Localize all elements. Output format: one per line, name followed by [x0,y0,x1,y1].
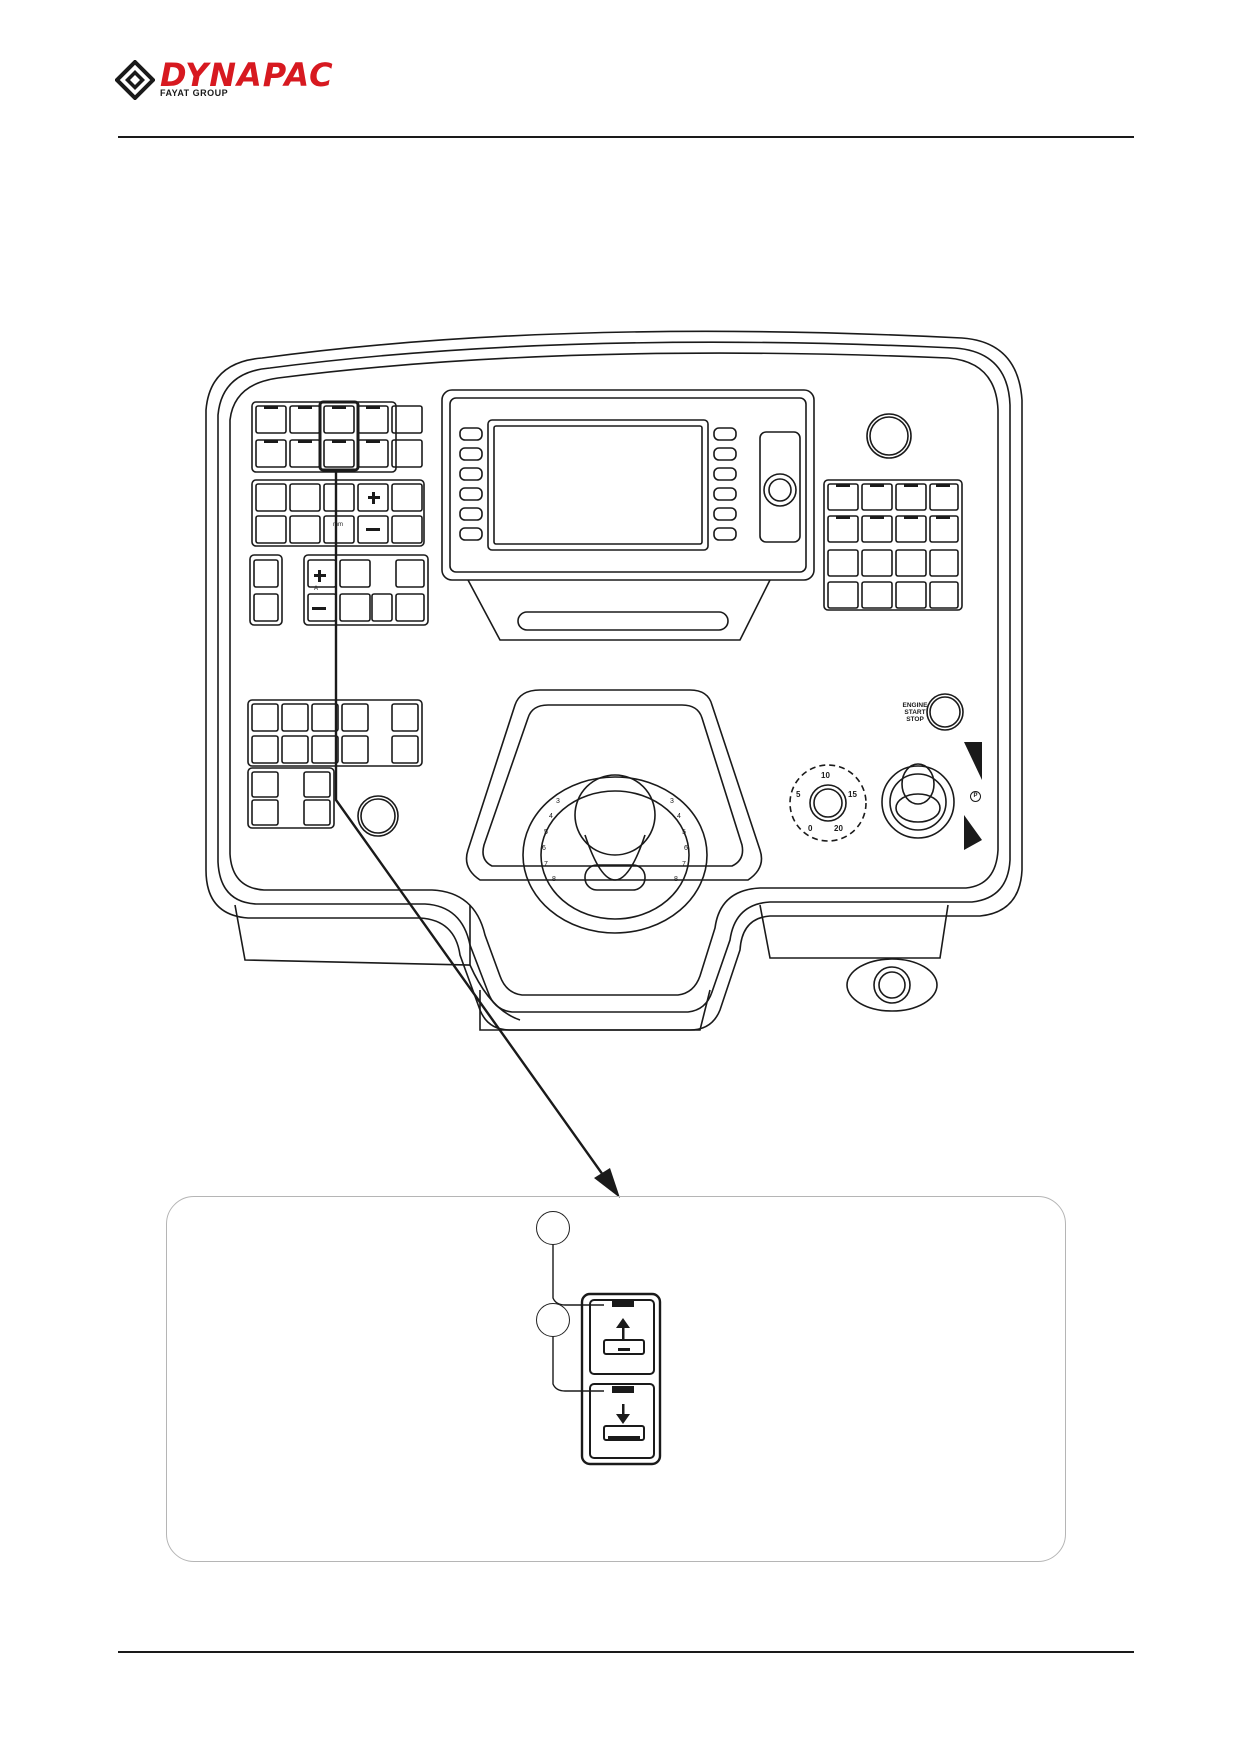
joystick-bay [465,689,763,881]
button-group-right [823,479,963,611]
button-group-auger [249,554,429,626]
travel-forward-arrow-icon [964,742,982,780]
ignition-key-icon [846,958,938,1012]
dial-tick-10: 10 [821,771,830,780]
inset-button-frame [580,1292,662,1466]
dial-tick-15: 15 [848,790,857,799]
speed-dial [789,764,867,842]
button-group-lower-left [247,699,423,829]
screed-raise-icon [616,1318,630,1351]
screed-lower-icon [608,1404,640,1439]
dial-tick-0: 0 [808,824,813,833]
header-rule [118,136,1134,138]
inset-led-bottom [612,1386,634,1393]
engine-start-stop-button [926,693,964,731]
led-indicators [264,406,950,519]
leader-line [334,470,609,1183]
dial-tick-5: 5 [796,790,801,799]
brand-logo: DYNAPAC FAYAT GROUP [115,58,425,102]
travel-reverse-arrow-icon [964,815,982,850]
panel-housing-inner-1 [217,341,1011,1013]
jog-dial-outer [522,776,708,934]
panel-pedestal [234,904,471,966]
highlight-screed-buttons [318,400,360,472]
brand-name: DYNAPAC [160,56,334,94]
callout-1 [536,1211,570,1245]
leader-arrowhead [594,1168,620,1198]
dynapac-diamond-logo-icon [115,60,155,100]
park-label: P [970,791,981,802]
panel-housing-outer [205,330,1023,1031]
callout-leader-1 [552,1244,604,1306]
display-screen [487,419,709,551]
callout-2 [536,1303,570,1337]
plus-icon [368,492,380,504]
brand-subtitle: FAYAT GROUP [160,88,229,98]
footer-rule [118,1651,1134,1653]
panel-housing-inner-2 [229,352,999,996]
detail-inset [166,1196,1066,1562]
joystick-icon [881,765,955,839]
display-housing [441,389,815,581]
top-right-knob [866,413,912,459]
rotary-knob-icon [763,473,797,507]
horn-button [357,795,399,837]
callout-leader-2 [552,1336,604,1392]
minus-icon [366,528,380,531]
display-softkeys-right [713,427,737,541]
display-softkeys-left [459,427,483,541]
inset-button-bottom [589,1383,655,1459]
engine-start-stop-label: ENGINE START STOP [902,702,928,723]
inset-led-top [612,1300,634,1307]
button-group-middle-left [251,479,425,547]
dial-tick-20: 20 [834,824,843,833]
